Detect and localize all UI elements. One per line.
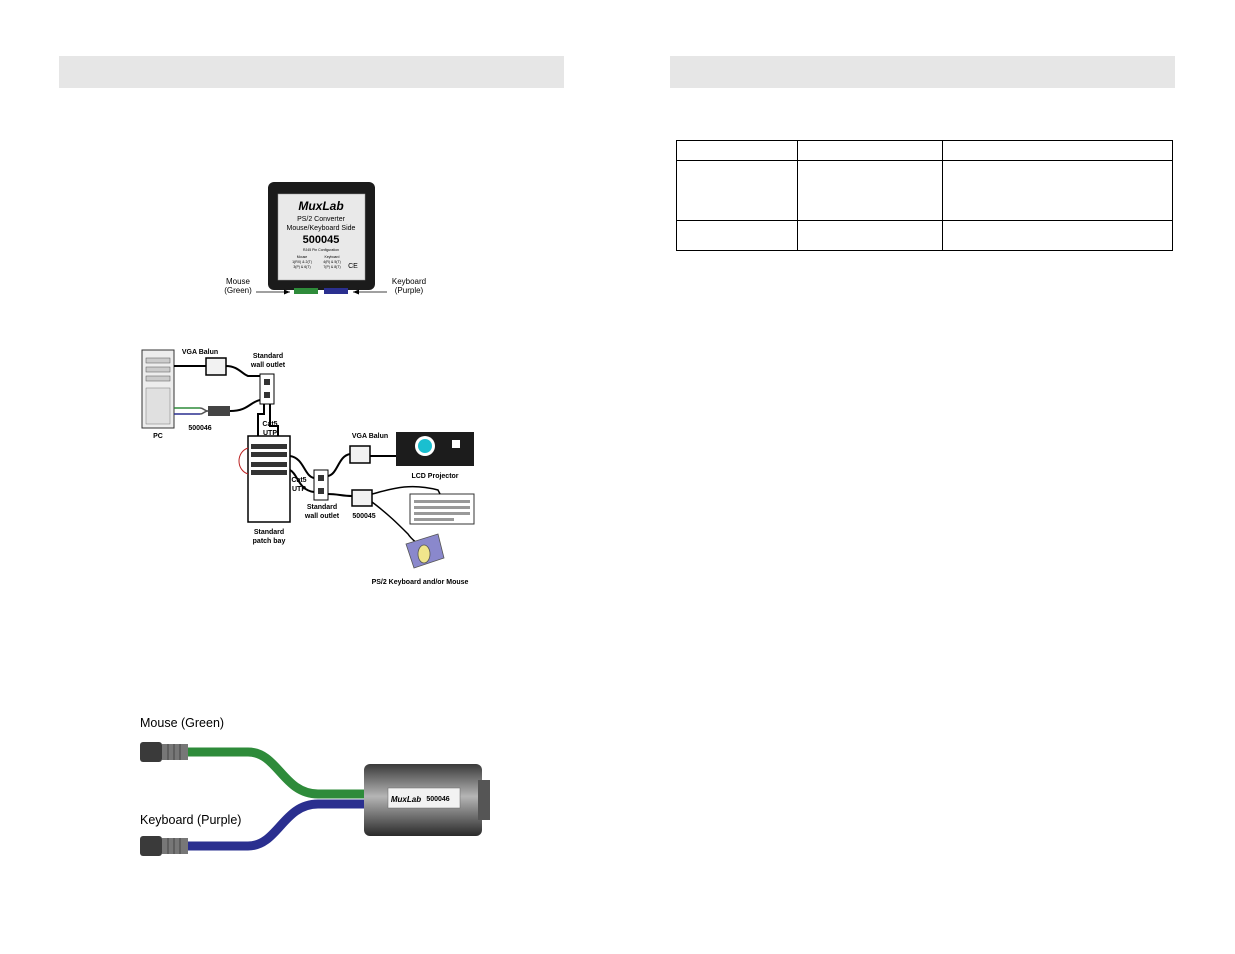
- table-cell: [942, 140, 1173, 161]
- vga-balun-top: [205, 357, 227, 376]
- table-cell: [942, 160, 1173, 221]
- wall-outlet-bottom-label-1: Standard: [307, 504, 337, 511]
- lcd-projector-label: LCD Projector: [411, 473, 458, 480]
- specification-table: [676, 140, 1173, 251]
- product-line-1: PS/2 Converter: [297, 216, 346, 223]
- keyboard-callout-line1: Keyboard: [392, 277, 426, 286]
- table-cell: [797, 140, 943, 161]
- table-cell: [676, 140, 798, 161]
- table-cell: [797, 220, 943, 251]
- keyboard-cable-purple: [188, 799, 364, 851]
- mouse-ps2-connector: [140, 742, 162, 762]
- adapter-brand-logo: MuxLab: [391, 795, 421, 804]
- keyboard-pins-b: 7(P) & 8(T): [323, 265, 340, 269]
- table-cell: [676, 160, 798, 221]
- wall-outlet-bottom: [313, 469, 329, 501]
- mouse-cable-label: Mouse (Green): [140, 716, 224, 730]
- table-row: [676, 220, 1173, 251]
- converter-label-plate: [277, 193, 366, 281]
- mouse-connector-grip: [162, 744, 188, 760]
- right-page-header-bar: [670, 56, 1175, 88]
- keyboard-pins-a: 4(R) & 5(T): [323, 260, 341, 264]
- cat5-top-label-2: UTP: [263, 430, 277, 437]
- wall-outlet-top-label-1: Standard: [253, 353, 283, 360]
- model-number: 500045: [303, 234, 340, 246]
- pin-config-note: RJ45 Pin Configuration: [303, 248, 339, 252]
- patch-bay: [247, 435, 291, 523]
- mouse-callout-line2: (Green): [224, 286, 252, 295]
- table-row: [676, 160, 1173, 221]
- converter-500046-small: [208, 406, 230, 416]
- keyboard-pins-title: Keyboard: [325, 255, 340, 259]
- ps2-devices-label: PS/2 Keyboard and/or Mouse: [372, 579, 469, 586]
- wall-outlet-top: [259, 373, 275, 405]
- mouse-pins-b: 3(P) & 6(T): [293, 265, 310, 269]
- converter-500045-figure: MuxLab PS/2 Converter Mouse/Keyboard Sid…: [224, 182, 426, 295]
- connection-diagram: PC VGA Balun Standard wall outlet 500046…: [141, 349, 475, 586]
- product-line-2: Mouse/Keyboard Side: [287, 225, 356, 232]
- keyboard-cable-label: Keyboard (Purple): [140, 813, 241, 827]
- keyboard-port: [324, 288, 348, 294]
- ce-mark: CE: [348, 263, 358, 270]
- cat5-top-label-1: Cat5: [262, 421, 277, 428]
- cat5-mid-label-1: Cat5: [291, 477, 306, 484]
- left-page-header-bar: [59, 56, 564, 88]
- wall-outlet-top-label-2: wall outlet: [250, 362, 286, 369]
- mouse: [417, 544, 431, 564]
- adapter-model: 500046: [426, 796, 449, 803]
- table-cell: [797, 160, 943, 221]
- adapter-label: [387, 787, 461, 809]
- pc-label: PC: [153, 433, 163, 440]
- mouse-callout-line1: Mouse: [226, 277, 251, 286]
- vga-balun-bottom: [349, 445, 371, 464]
- mouse-pins-a: 1(RX) & 2(T): [292, 260, 312, 264]
- model-pc-side-label: 500046: [188, 425, 211, 432]
- mouse-port: [294, 288, 318, 294]
- cat5-mid-label-2: UTP: [292, 486, 306, 493]
- patch-bay-label-1: Standard: [254, 529, 284, 536]
- keyboard-ps2-connector: [140, 836, 162, 856]
- vga-balun-bottom-label: VGA Balun: [352, 433, 388, 440]
- wall-outlet-bottom-label-2: wall outlet: [304, 513, 340, 520]
- model-device-side-label: 500045: [352, 513, 375, 520]
- table-row: [676, 140, 1173, 161]
- brand-logo: MuxLab: [298, 199, 343, 213]
- vga-balun-top-label: VGA Balun: [182, 349, 218, 356]
- patch-bay-label-2: patch bay: [253, 538, 286, 545]
- mouse-pins-title: Mouse: [297, 255, 308, 259]
- cable-500046-figure: Mouse (Green) Keyboard (Purple) MuxLab 5…: [140, 716, 490, 856]
- keyboard-connector-grip: [162, 838, 188, 854]
- table-cell: [676, 220, 798, 251]
- table-cell: [942, 220, 1173, 251]
- lcd-projector: [396, 432, 474, 466]
- converter-500045-small: [351, 489, 373, 507]
- keyboard-callout-line2: (Purple): [395, 286, 424, 295]
- mouse-cable-green: [188, 747, 364, 799]
